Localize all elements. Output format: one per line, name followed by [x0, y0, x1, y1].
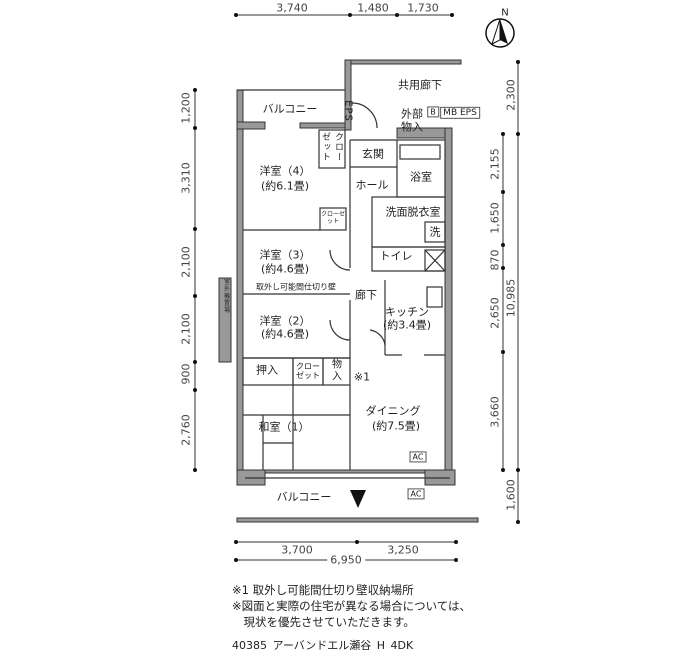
dim-top-1: 3,740 — [276, 1, 308, 15]
label-common-corridor: 共用廊下 — [398, 78, 442, 92]
label-japanese-room: 和室（1） — [258, 420, 310, 434]
label-closet-4: クローゼット — [320, 132, 343, 162]
dim-right-1: 2,155 — [488, 148, 502, 180]
dim-right-outer-1: 2,300 — [504, 79, 518, 111]
dim-left-4: 2,100 — [179, 313, 193, 345]
dim-right-outer-3: 1,600 — [504, 479, 518, 511]
label-western-2-size: (約4.6畳) — [260, 327, 310, 341]
label-eps: EPS — [342, 100, 354, 122]
dim-bottom-1: 3,700 — [281, 543, 313, 557]
label-toilet: トイレ — [379, 249, 413, 263]
dim-right-outer-2: 10,985 — [504, 278, 518, 318]
note-1: ※1 取外し可能間仕切り壁収納場所 — [232, 583, 414, 597]
dim-top-2: 1,480 — [357, 1, 389, 15]
dim-left-1: 1,200 — [179, 92, 193, 124]
label-storage: 物入 — [332, 359, 342, 383]
label-kitchen-size: (約3.4畳) — [382, 318, 432, 332]
label-entrance: 玄関 — [362, 147, 384, 161]
dimension-dots — [193, 13, 520, 562]
dim-left-5: 900 — [179, 363, 193, 385]
dim-right-2: 1,650 — [488, 202, 502, 234]
label-closet-3: クローゼット — [321, 211, 346, 225]
dim-left-2: 3,310 — [179, 162, 193, 194]
label-dining-size: (約7.5畳) — [371, 419, 421, 433]
label-corridor: 廊下 — [355, 288, 377, 302]
dim-bottom-2: 3,250 — [387, 543, 419, 557]
label-washroom: 洗面脱衣室 — [385, 205, 441, 219]
dim-left-6: 2,760 — [179, 414, 193, 446]
label-oshiire: 押入 — [256, 363, 278, 377]
dim-right-3: 870 — [488, 249, 502, 271]
label-bath: 浴室 — [410, 170, 432, 184]
label-partition: 取外し可能間仕切り壁 — [256, 282, 336, 292]
label-balcony-top: バルコニー — [262, 102, 318, 116]
dim-top-3: 1,730 — [407, 1, 439, 15]
interior-walls — [237, 89, 450, 479]
dim-bottom-total: 6,950 — [327, 553, 365, 567]
label-balcony-bottom: バルコニー — [276, 490, 332, 504]
label-ac-1: AC — [409, 451, 427, 463]
note-3: 現状を優先させていただきます。 — [232, 615, 415, 629]
label-western-4: 洋室（4） — [259, 164, 311, 178]
walls — [218, 59, 479, 523]
entrance-marker-icon — [350, 490, 366, 508]
label-kitchen: キッチン — [385, 305, 429, 319]
label-outdoor-unit: 室外機置場 — [222, 278, 230, 314]
label-closet-2: クローゼット — [296, 361, 320, 380]
label-western-3-size: (約4.6畳) — [260, 262, 310, 276]
dim-right-5: 3,660 — [488, 396, 502, 428]
label-note-mark: ※1 — [353, 370, 371, 384]
label-hall: ホール — [355, 178, 389, 192]
compass-north-label: N — [501, 7, 509, 19]
label-washer: 洗 — [429, 225, 441, 239]
label-ac-2: AC — [407, 488, 425, 500]
label-western-4-size: (約6.1畳) — [260, 179, 310, 193]
label-western-3: 洋室（3） — [259, 248, 311, 262]
note-2: ※図面と実際の住宅が異なる場合については、 — [232, 599, 472, 613]
dim-right-4: 2,650 — [488, 297, 502, 329]
dim-left-3: 2,100 — [179, 246, 193, 278]
label-dining: ダイニング — [365, 404, 421, 418]
compass-icon — [485, 18, 515, 48]
plan-id: 40385_アーバンドエル瀬谷_H_4DK — [232, 639, 414, 650]
label-outside-storage: 外部物入 — [401, 107, 423, 133]
label-b: B — [427, 106, 439, 118]
label-western-2: 洋室（2） — [259, 314, 311, 328]
label-mb-eps: MB EPS — [440, 106, 480, 120]
